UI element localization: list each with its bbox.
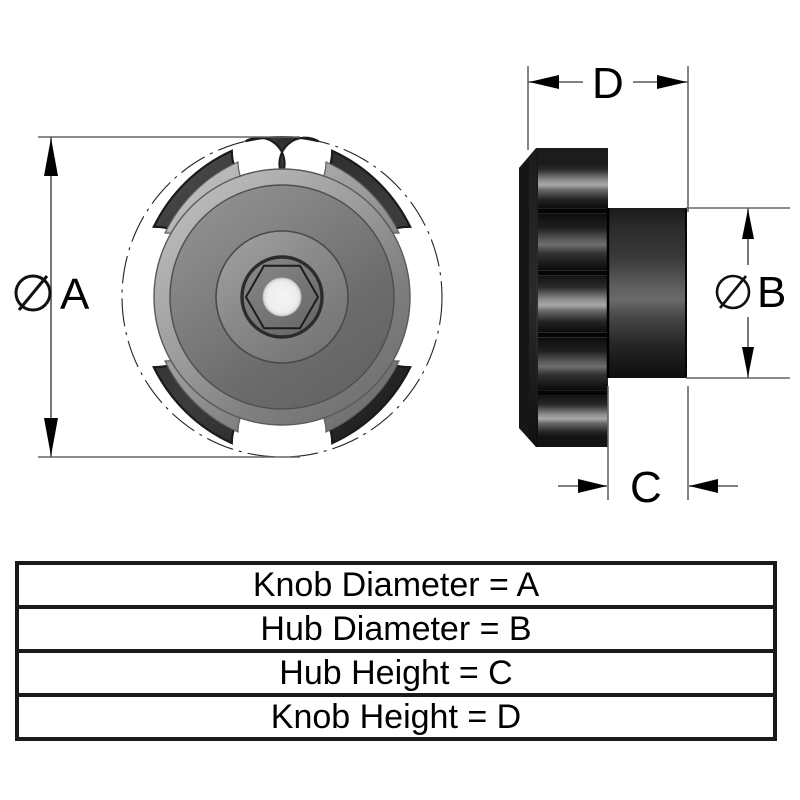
side-view xyxy=(519,148,687,447)
center-through-hole xyxy=(262,277,302,317)
legend-row-2 xyxy=(15,649,777,697)
diameter-symbol-slash-a xyxy=(17,275,49,311)
knob-rib-4 xyxy=(538,338,608,390)
dimension-B-label-group: B xyxy=(714,265,786,317)
front-view xyxy=(121,135,443,458)
dimension-A-label-group: A xyxy=(14,270,90,319)
knob-rib-5 xyxy=(538,396,608,440)
legend-row-1-text: Hub Diameter = B xyxy=(260,610,531,648)
dimension-C: C xyxy=(558,386,738,512)
knob-rib-2 xyxy=(538,214,608,270)
dimension-C-arrow-left xyxy=(578,479,607,493)
dimension-A: A xyxy=(14,136,300,458)
dimension-B-label: B xyxy=(757,268,786,317)
dimension-B-arrow-top xyxy=(742,209,754,239)
dimension-D-arrow-right xyxy=(657,75,687,89)
knob-rib-1 xyxy=(538,160,608,208)
dimension-B: B xyxy=(686,207,790,379)
hub-cylinder xyxy=(608,208,686,378)
legend-row-1 xyxy=(15,605,777,653)
knob-left-silhouette xyxy=(519,158,529,437)
legend-row-0 xyxy=(15,561,777,609)
legend-row-0-text: Knob Diameter = A xyxy=(253,566,540,604)
dimension-B-arrow-bottom xyxy=(742,347,754,377)
dimension-A-label: A xyxy=(60,270,90,319)
dimension-D: D xyxy=(527,58,689,212)
legend-row-2-text: Hub Height = C xyxy=(279,654,512,692)
legend-table: Knob Diameter = A Hub Diameter = B Hub H… xyxy=(15,561,777,741)
diameter-symbol-circle-b xyxy=(715,274,751,310)
diameter-symbol-circle-a xyxy=(14,274,52,312)
legend-row-3 xyxy=(15,693,777,741)
dimension-A-arrow-bottom xyxy=(44,418,58,456)
knob-top-chamfer xyxy=(536,148,608,162)
hex-socket xyxy=(244,264,320,330)
dimension-D-arrow-left xyxy=(529,75,559,89)
dimension-C-arrow-right xyxy=(689,479,718,493)
dimension-D-label-backdrop xyxy=(583,58,633,106)
knob-rib-3 xyxy=(538,276,608,332)
dimension-C-label: C xyxy=(630,463,662,512)
diameter-symbol-slash-b xyxy=(718,275,748,309)
legend-row-3-text: Knob Height = D xyxy=(271,698,521,736)
dimension-C-label-backdrop xyxy=(624,462,672,510)
dimension-D-label: D xyxy=(592,59,624,108)
knob-bottom-chamfer xyxy=(536,436,608,447)
dimension-A-arrow-top xyxy=(44,138,58,176)
